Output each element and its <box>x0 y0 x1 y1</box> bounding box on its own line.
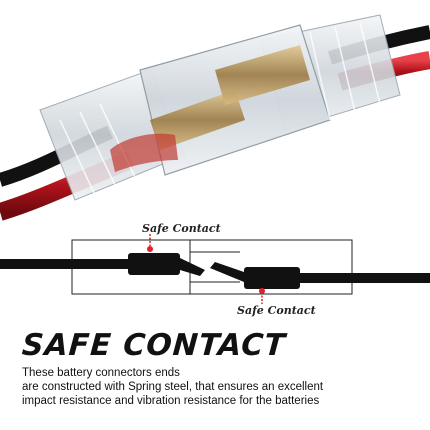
description-line: These battery connectors ends <box>22 367 180 379</box>
description-line: impact resistance and vibration resistan… <box>22 395 320 407</box>
contact-diagram <box>0 234 430 304</box>
top-contact-marker <box>147 234 153 252</box>
top-contact-label: Safe Contact <box>142 222 221 235</box>
gold-terminal-right <box>215 45 310 105</box>
bottom-contact-marker <box>259 288 265 304</box>
left-plug <box>128 253 180 275</box>
description: These battery connectors ends are constr… <box>22 366 422 408</box>
connector-product-image <box>0 14 430 221</box>
description-line: are constructed with Spring steel, that … <box>22 381 324 393</box>
headline: SAFE CONTACT <box>20 328 288 363</box>
bottom-contact-label: Safe Contact <box>237 304 316 317</box>
right-plug <box>244 267 300 289</box>
